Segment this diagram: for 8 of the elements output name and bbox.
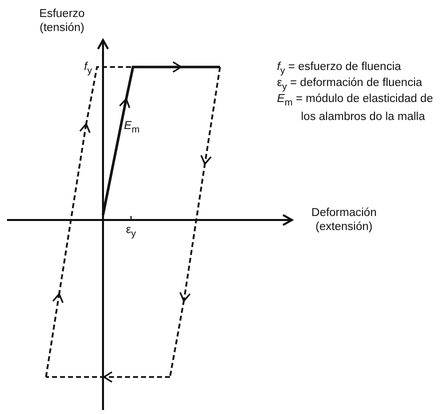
slope-label: E$_{m}$ bbox=[124, 119, 141, 138]
axis-tick-label: ε$_{y}$ bbox=[126, 223, 137, 242]
axis-title: Esfuerzo (tensión) bbox=[38, 7, 86, 35]
legend-text: E$_{m}$ = módulo de elasticidad de los alambros do la malla bbox=[277, 92, 434, 124]
legend-text: f$_{y}$ = esfuerzo de fluencia bbox=[277, 60, 402, 78]
legend-text: ε$_{y}$ = deformación de fluencia bbox=[277, 76, 424, 94]
axis-title: Deformación (extensión) bbox=[310, 206, 378, 234]
axis-tick-label: f$_{y}$ bbox=[84, 60, 93, 78]
